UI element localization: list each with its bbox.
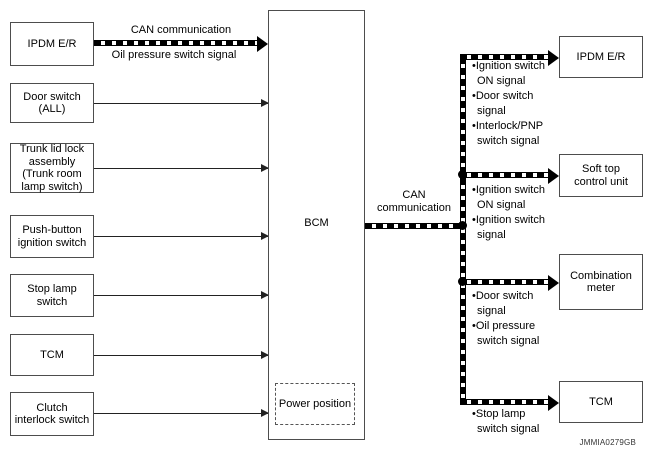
signal-line: signal	[477, 105, 506, 117]
can-bus-line-to-ipdm-er	[460, 50, 559, 66]
arrow-door-switch-to-bcm	[94, 99, 269, 107]
can-bus-line-ipdm-to-bcm	[94, 36, 268, 52]
signal-line: •Oil pressure	[472, 320, 536, 332]
power-position-label: Power position	[278, 398, 352, 410]
bcm-box: BCM	[268, 10, 365, 440]
signal-list-ipdm-er: •Ignition switch ON signal •Door switch …	[472, 59, 545, 149]
left-box-clutch-interlock: Clutch interlock switch	[10, 392, 94, 436]
right-box-combination-meter: Combination meter	[559, 254, 643, 310]
power-position-box: Power position	[275, 383, 355, 425]
can-bus-line-to-soft-top	[460, 168, 559, 184]
left-box-door-switch-label: Door switch (ALL)	[23, 90, 81, 116]
signal-line: switch signal	[477, 423, 540, 435]
can-bus-line-to-tcm	[460, 395, 559, 411]
signal-line: •Ignition switch	[472, 214, 545, 226]
signal-list-combination-meter: •Door switch signal •Oil pressure switch…	[472, 289, 539, 349]
signal-line: •Interlock/PNP	[472, 120, 544, 132]
right-box-combination-meter-label: Combination meter	[570, 269, 632, 295]
right-box-ipdm-er: IPDM E/R	[559, 36, 643, 78]
can-bus-line-bcm-main	[365, 223, 463, 229]
left-box-push-button-ignition: Push-button ignition switch	[10, 215, 94, 258]
signal-list-soft-top: •Ignition switch ON signal •Ignition swi…	[472, 183, 545, 243]
junction-dot	[458, 277, 467, 286]
signal-line: •Stop lamp	[472, 408, 526, 420]
left-box-door-switch: Door switch (ALL)	[10, 83, 94, 123]
arrow-stop-lamp-switch-to-bcm	[94, 291, 269, 299]
signal-line: ON signal	[477, 199, 526, 211]
signal-line: signal	[477, 229, 506, 241]
right-box-ipdm-er-label: IPDM E/R	[576, 50, 626, 63]
left-box-trunk-lid-lock-label: Trunk lid lock assembly (Trunk room lamp…	[19, 143, 85, 193]
left-box-tcm-label: TCM	[40, 348, 64, 361]
right-box-tcm-label: TCM	[589, 395, 613, 408]
can-communication-mid-label: CAN communication	[377, 189, 451, 214]
left-box-ipdm-er: IPDM E/R	[10, 22, 94, 66]
right-box-soft-top-control: Soft top control unit	[559, 154, 643, 197]
oil-pressure-switch-signal-label: Oil pressure switch signal	[111, 49, 237, 61]
signal-list-tcm: •Stop lamp switch signal	[472, 407, 539, 437]
junction-dot	[458, 221, 467, 230]
left-box-trunk-lid-lock: Trunk lid lock assembly (Trunk room lamp…	[10, 143, 94, 193]
arrow-push-button-ignition-to-bcm	[94, 232, 269, 240]
bcm-label: BCM	[304, 217, 329, 229]
left-box-push-button-ignition-label: Push-button ignition switch	[17, 224, 87, 249]
right-box-tcm: TCM	[559, 381, 643, 423]
left-box-stop-lamp-switch-label: Stop lamp switch	[27, 283, 77, 308]
junction-dot	[458, 170, 467, 179]
arrow-clutch-interlock-to-bcm	[94, 409, 269, 417]
right-box-soft-top-control-label: Soft top control unit	[574, 163, 628, 188]
signal-line: signal	[477, 305, 506, 317]
left-box-tcm: TCM	[10, 334, 94, 376]
signal-line: switch signal	[477, 335, 540, 347]
left-box-ipdm-er-label: IPDM E/R	[27, 37, 77, 50]
left-box-stop-lamp-switch: Stop lamp switch	[10, 274, 94, 317]
left-box-clutch-interlock-label: Clutch interlock switch	[14, 401, 90, 427]
signal-line: switch signal	[477, 135, 540, 147]
arrow-trunk-lid-lock-to-bcm	[94, 164, 269, 172]
arrow-tcm-to-bcm	[94, 351, 269, 359]
signal-line: •Door switch	[472, 290, 534, 302]
signal-line: •Door switch	[472, 90, 534, 102]
signal-line: •Ignition switch	[472, 184, 545, 196]
figure-id: JMMIA0279GB	[579, 438, 636, 447]
signal-line: •Ignition switch	[472, 60, 545, 72]
can-bus-line-to-combination-meter	[460, 275, 559, 291]
can-communication-top-label: CAN communication	[130, 24, 232, 36]
signal-line: ON signal	[477, 75, 526, 87]
